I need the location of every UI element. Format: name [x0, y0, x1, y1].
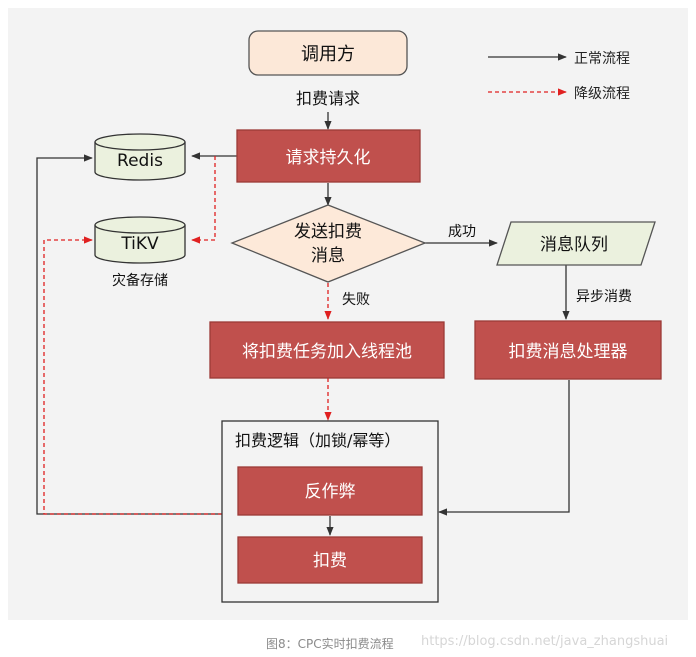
- legend: 正常流程 降级流程: [488, 51, 630, 102]
- redis-cylinder-top: [94, 133, 186, 151]
- tikv-storage: TiKV: [94, 216, 186, 264]
- anti-cheat-node: 反作弊: [237, 466, 423, 516]
- backup-storage-label: 灾备存储: [112, 272, 168, 289]
- thread-pool-node: 将扣费任务加入线程池: [209, 321, 445, 379]
- persist-node: 请求持久化: [236, 129, 421, 183]
- message-queue-node: 消息队列: [496, 221, 656, 266]
- charge-logic-title: 扣费逻辑（加锁/幂等）: [235, 431, 400, 450]
- redis-label: Redis: [117, 151, 163, 171]
- send-message-decision: 发送扣费 消息: [230, 204, 427, 283]
- diagram-background: [8, 8, 688, 620]
- send-message-label-line1: 发送扣费: [294, 222, 362, 242]
- legend-degrade-label: 降级流程: [574, 86, 630, 102]
- tikv-cylinder-top: [94, 216, 186, 234]
- connectors: [36, 112, 570, 536]
- message-queue-label: 消息队列: [540, 235, 608, 255]
- arrow-logic-to-tikv-degrade: [43, 236, 222, 515]
- thread-pool-label: 将扣费任务加入线程池: [242, 342, 412, 362]
- message-processor-label: 扣费消息处理器: [509, 342, 628, 362]
- redis-storage: Redis: [94, 133, 186, 181]
- message-processor-node: 扣费消息处理器: [474, 320, 662, 380]
- figure-caption-bar: 图8：CPC实时扣费流程 https://blog.csdn.net/java_…: [0, 631, 696, 657]
- legend-normal-label: 正常流程: [574, 51, 630, 67]
- persist-label: 请求持久化: [286, 148, 371, 168]
- failure-label: 失败: [342, 292, 370, 308]
- arrow-processor-to-logic: [438, 380, 570, 516]
- caller-node: 调用方: [248, 30, 408, 76]
- charge-request-label: 扣费请求: [296, 89, 360, 108]
- watermark-url: https://blog.csdn.net/java_zhangshuai: [421, 634, 669, 649]
- charge-node: 扣费: [237, 536, 423, 584]
- charge-label: 扣费: [313, 551, 347, 571]
- async-consume-label: 异步消费: [576, 289, 632, 305]
- success-label: 成功: [448, 224, 476, 240]
- anti-cheat-label: 反作弊: [305, 482, 356, 502]
- caller-label: 调用方: [301, 44, 355, 65]
- figure-caption: 图8：CPC实时扣费流程: [266, 637, 394, 651]
- charge-logic-container: 扣费逻辑（加锁/幂等）: [221, 420, 439, 603]
- tikv-label: TiKV: [120, 234, 159, 254]
- arrow-persist-to-tikv-degrade: [191, 156, 216, 244]
- send-message-label-line2: 消息: [311, 246, 345, 266]
